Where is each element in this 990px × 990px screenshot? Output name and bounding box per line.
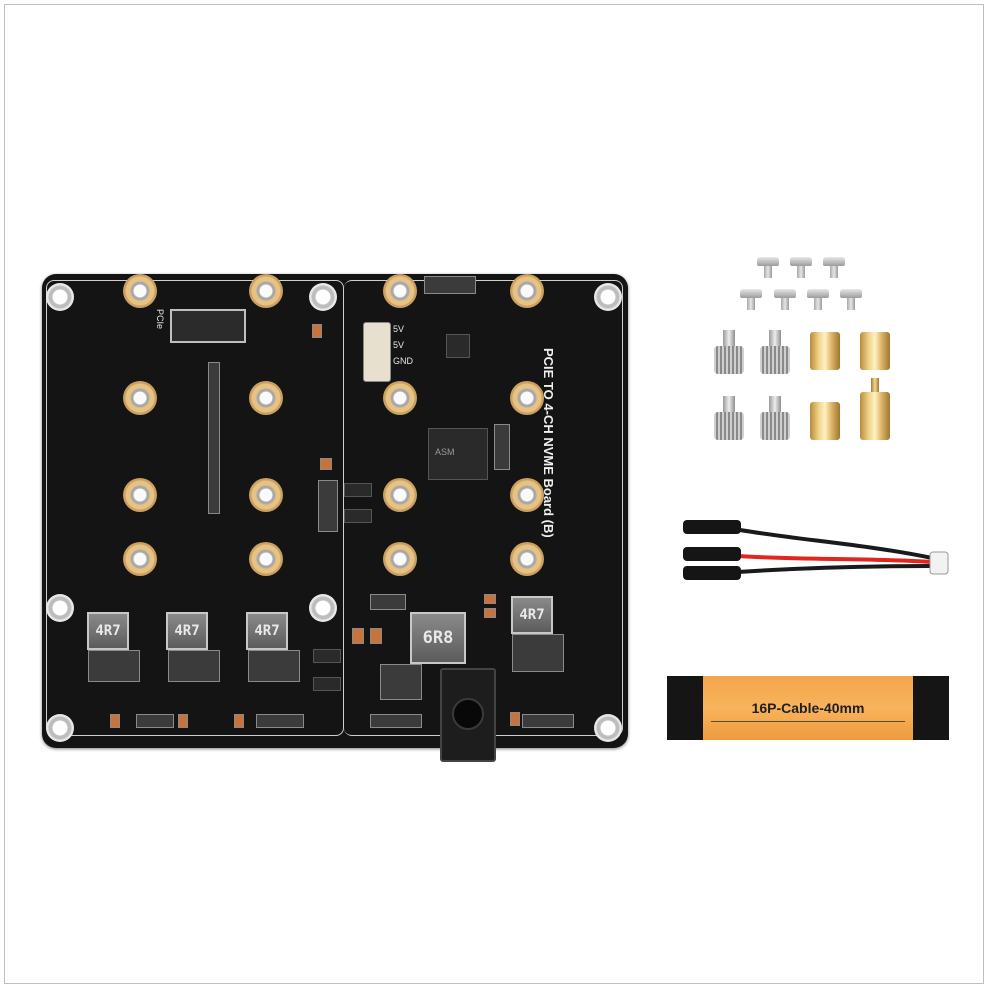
smd-capacitor — [234, 714, 244, 728]
m2-standoff-pad — [123, 381, 157, 415]
m2-standoff-pad — [510, 478, 544, 512]
power-header — [363, 322, 391, 382]
flat-head-screw — [823, 257, 845, 278]
header-pin-label: 5V — [393, 324, 405, 334]
inductor: 4R7 — [511, 596, 553, 634]
brass-standoff — [860, 392, 890, 440]
mounting-hole — [594, 714, 622, 742]
flat-head-screw — [790, 257, 812, 278]
thumb-screw — [714, 396, 744, 440]
driver-chip — [313, 677, 341, 691]
left-slot-outline — [46, 280, 344, 736]
driver-chip — [344, 509, 372, 523]
smd-capacitor — [352, 628, 364, 644]
brass-standoff — [810, 332, 840, 370]
inductor: 4R7 — [87, 612, 129, 650]
smd-capacitor — [110, 714, 120, 728]
dc-power-jack — [440, 668, 496, 762]
brass-standoff-stud — [871, 378, 879, 392]
smd-capacitor — [320, 458, 332, 470]
fpc-connector — [170, 309, 246, 343]
mounting-hole — [46, 594, 74, 622]
smd-resistor-array — [168, 650, 220, 682]
smd-resistor-array — [370, 714, 422, 728]
smd-resistor-array — [256, 714, 304, 728]
m2-standoff-pad — [249, 542, 283, 576]
chip-label: ASM — [435, 447, 455, 457]
flat-head-screw — [757, 257, 779, 278]
flat-head-screw — [774, 289, 796, 310]
smd-resistor-array — [136, 714, 174, 728]
mounting-hole — [594, 283, 622, 311]
m2-standoff-pad — [510, 274, 544, 308]
smd-capacitor — [370, 628, 382, 644]
header-pin-label: 5V — [393, 340, 405, 350]
smd-capacitor — [484, 608, 496, 618]
m2-standoff-pad — [123, 274, 157, 308]
mounting-hole — [46, 283, 74, 311]
flat-head-screw — [807, 289, 829, 310]
ribbon-cable-body: 16P-Cable-40mm — [703, 676, 913, 740]
m2-standoff-pad — [249, 478, 283, 512]
ribbon-cable-label: 16P-Cable-40mm — [751, 700, 865, 716]
brass-standoff — [860, 332, 890, 370]
thumb-screw — [760, 396, 790, 440]
smd-capacitor — [312, 324, 322, 338]
smd-resistor-array — [248, 650, 300, 682]
smd-resistor-array — [318, 480, 338, 532]
smd-resistor-array — [424, 276, 476, 294]
inductor: 4R7 — [246, 612, 288, 650]
driver-chip — [313, 649, 341, 663]
header-pin-label: GND — [393, 356, 413, 366]
mounting-hole — [309, 594, 337, 622]
main-inductor: 6R8 — [410, 612, 466, 664]
m2-standoff-pad — [510, 542, 544, 576]
pcie-switch-chip: ASM — [428, 428, 488, 480]
m2-standoff-pad — [510, 381, 544, 415]
m2-standoff-pad — [123, 542, 157, 576]
driver-chip — [344, 483, 372, 497]
smd-resistor-array — [494, 424, 510, 470]
m2-standoff-pad — [123, 478, 157, 512]
m2-standoff-pad — [249, 381, 283, 415]
smd-resistor-array — [370, 594, 406, 610]
flat-head-screw — [840, 289, 862, 310]
inductor: 4R7 — [166, 612, 208, 650]
smd-resistor-array — [380, 664, 422, 700]
ribbon-cable: 16P-Cable-40mm — [667, 676, 949, 740]
m2-standoff-pad — [383, 478, 417, 512]
smd-capacitor — [510, 712, 520, 726]
thumb-screw — [714, 330, 744, 374]
m2-standoff-pad — [249, 274, 283, 308]
m2-standoff-pad — [383, 542, 417, 576]
ribbon-dimension-line — [711, 721, 905, 722]
m2-standoff-pad — [383, 274, 417, 308]
smd-capacitor — [484, 594, 496, 604]
brass-standoff — [810, 402, 840, 440]
mounting-hole — [309, 283, 337, 311]
regulator-chip — [446, 334, 470, 358]
mounting-hole — [46, 714, 74, 742]
smd-resistor-array — [522, 714, 574, 728]
smd-resistor-array — [208, 362, 220, 514]
smd-capacitor — [178, 714, 188, 728]
smd-resistor-array — [512, 634, 564, 672]
m2-standoff-pad — [383, 381, 417, 415]
smd-resistor-array — [88, 650, 140, 682]
flat-head-screw — [740, 289, 762, 310]
thumb-screw — [760, 330, 790, 374]
image-frame — [4, 4, 984, 984]
